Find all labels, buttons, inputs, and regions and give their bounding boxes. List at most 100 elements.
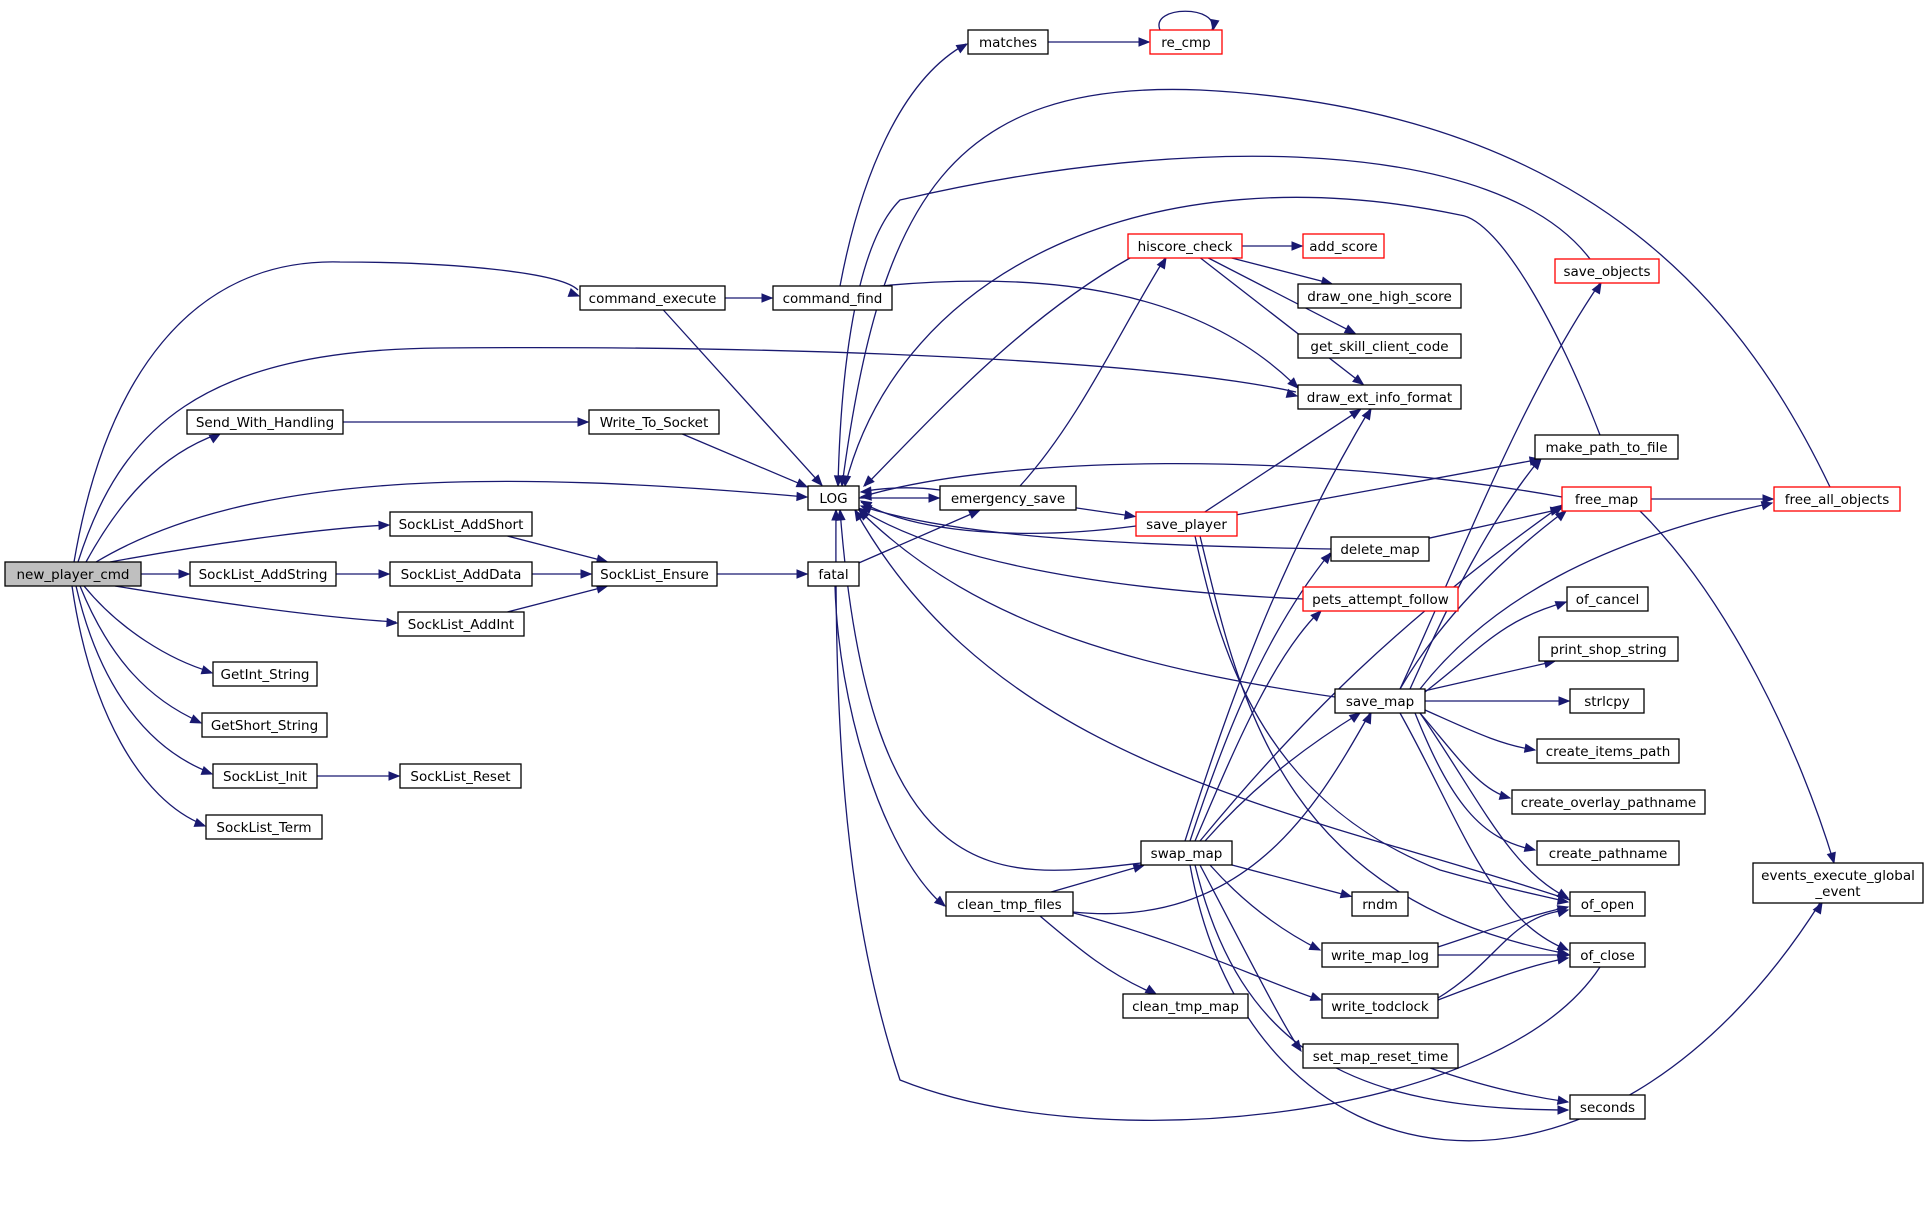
edge-new_player_cmd-to-GetInt_String [83,585,214,675]
node-delete_map[interactable]: delete_map [1330,536,1430,562]
edge-hiscore_check-to-get_skill_client_code [1208,257,1357,335]
node-of_close[interactable]: of_close [1569,942,1646,968]
node-command_execute[interactable]: command_execute [579,285,726,311]
edge-arrowhead [1310,610,1322,622]
node-create_overlay_pathname[interactable]: create_overlay_pathname [1511,789,1706,815]
node-label: get_skill_client_code [1310,339,1448,355]
node-SockList_Term[interactable]: SockList_Term [205,814,323,840]
edge-arrowhead [761,293,774,303]
edge-save_map-to-create_pathname [1414,712,1537,852]
edge-line [75,585,212,774]
edge-SockList_AddInt-to-SockList_Ensure [507,584,609,613]
edge-new_player_cmd-to-SockList_AddInt [114,585,399,628]
node-of_cancel[interactable]: of_cancel [1566,586,1649,612]
edge-swap_map-to-save_map [1204,712,1362,842]
node-get_skill_client_code[interactable]: get_skill_client_code [1297,333,1462,359]
node-SockList_AddInt[interactable]: SockList_AddInt [397,611,525,637]
edge-new_player_cmd-to-SockList_Init [75,585,214,775]
node-SockList_AddData[interactable]: SockList_AddData [389,561,533,587]
edge-re_cmp-to-re_cmp [1158,10,1220,32]
node-box [1351,891,1409,917]
node-label: events_execute_global [1761,868,1915,884]
node-matches[interactable]: matches [967,29,1049,55]
node-SockList_Ensure[interactable]: SockList_Ensure [591,561,718,587]
node-Send_With_Handling[interactable]: Send_With_Handling [186,409,344,435]
node-label: fatal [818,567,848,583]
node-free_all_objects[interactable]: free_all_objects [1773,486,1901,512]
node-write_todclock[interactable]: write_todclock [1321,993,1439,1019]
node-strlcpy[interactable]: strlcpy [1569,688,1645,714]
edge-arrowhead [178,569,191,579]
edge-clean_tmp_files-to-write_todclock [1069,911,1323,1001]
node-GetShort_String[interactable]: GetShort_String [201,712,328,738]
node-command_find[interactable]: command_find [772,285,893,311]
node-SockList_AddShort[interactable]: SockList_AddShort [389,511,533,537]
node-box [1297,283,1462,309]
edge-line [1204,409,1361,513]
edge-line [662,309,823,486]
edge-line [841,88,1831,488]
node-create_pathname[interactable]: create_pathname [1536,840,1680,866]
node-hiscore_check[interactable]: hiscore_check [1127,233,1243,259]
edge-line [1189,864,1821,1142]
node-SockList_Reset[interactable]: SockList_Reset [399,763,522,789]
node-swap_map[interactable]: swap_map [1140,840,1233,866]
node-box [1752,862,1924,904]
node-SockList_AddString[interactable]: SockList_AddString [189,561,337,587]
edge-line [860,487,941,493]
node-add_score[interactable]: add_score [1302,233,1385,259]
node-pets_attempt_follow[interactable]: pets_attempt_follow [1302,586,1459,612]
node-label: Send_With_Handling [196,415,334,431]
node-label: print_shop_string [1550,642,1666,658]
node-box [212,763,318,789]
node-create_items_path[interactable]: create_items_path [1536,738,1680,764]
edge-line [71,585,205,826]
edge-write_todclock-to-of_open [1437,908,1570,999]
node-GetInt_String[interactable]: GetInt_String [212,661,318,687]
node-box [807,485,860,511]
node-re_cmp[interactable]: re_cmp [1149,29,1223,55]
node-events_execute_global_event[interactable]: events_execute_global_event [1752,862,1924,904]
node-rndm[interactable]: rndm [1351,891,1409,917]
node-clean_tmp_map[interactable]: clean_tmp_map [1122,993,1249,1019]
node-label: create_items_path [1546,744,1671,760]
edge-emergency_save-to-save_player [1075,507,1137,520]
edge-arrowhead [386,617,399,628]
edge-arrowhead [193,817,207,827]
node-write_map_log[interactable]: write_map_log [1321,942,1439,968]
node-save_objects[interactable]: save_objects [1554,258,1660,284]
node-seconds[interactable]: seconds [1569,1094,1646,1120]
edge-arrowhead [378,569,391,579]
node-of_open[interactable]: of_open [1569,891,1646,917]
node-label: write_map_log [1331,948,1429,964]
edge-line [839,509,1142,871]
node-label: clean_tmp_map [1132,999,1239,1015]
node-SockList_Init[interactable]: SockList_Init [212,763,318,789]
edge-line [1437,957,1569,1001]
node-draw_ext_info_format[interactable]: draw_ext_info_format [1297,384,1462,410]
node-box [1538,636,1679,662]
node-set_map_reset_time[interactable]: set_map_reset_time [1302,1043,1459,1069]
node-LOG[interactable]: LOG [807,485,860,511]
edge-line [507,585,608,613]
edge-line [1419,712,1569,899]
node-save_map[interactable]: save_map [1334,688,1426,714]
node-fatal[interactable]: fatal [807,561,860,587]
edge-save_player-to-draw_ext_info_format [1204,408,1362,513]
edge-arrowhead [1343,324,1357,335]
node-save_player[interactable]: save_player [1135,511,1238,537]
node-label: strlcpy [1584,694,1630,710]
node-free_map[interactable]: free_map [1561,486,1652,512]
node-emergency_save[interactable]: emergency_save [939,485,1077,511]
node-box [1297,333,1462,359]
edge-arrowhead [1523,842,1537,852]
node-box [1140,840,1233,866]
node-make_path_to_file[interactable]: make_path_to_file [1534,434,1679,460]
edge-new_player_cmd-to-SockList_Term [71,585,207,827]
node-draw_one_high_score[interactable]: draw_one_high_score [1297,283,1462,309]
node-box [1321,942,1439,968]
node-print_shop_string[interactable]: print_shop_string [1538,636,1679,662]
edge-arrowhead [1556,1095,1570,1105]
node-clean_tmp_files[interactable]: clean_tmp_files [945,891,1074,917]
node-Write_To_Socket[interactable]: Write_To_Socket [588,409,720,435]
